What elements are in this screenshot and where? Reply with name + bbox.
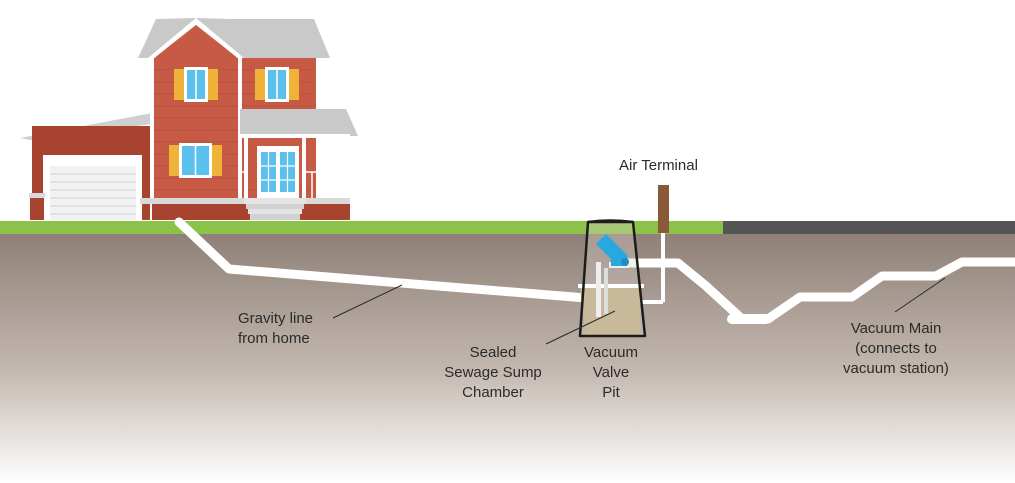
valve-pit-label: Vacuum Valve Pit (571, 343, 651, 403)
upper-window-left (174, 67, 218, 102)
air-terminal-post (658, 185, 669, 233)
sump-chamber-label-line1: Sealed (469, 344, 517, 361)
valve-pit-label-line1: Vacuum (584, 344, 638, 361)
gravity-line-label: Gravity line from home (238, 309, 313, 349)
vacuum-valve (596, 234, 629, 266)
vacuum-main-label-line2: (connects to (855, 340, 937, 357)
sump-chamber-label: Sealed Sewage Sump Chamber (436, 343, 550, 403)
gravity-line-label-line1: Gravity line (238, 310, 314, 327)
gravity-line-pipe (174, 217, 591, 303)
air-terminal-label: Air Terminal (619, 157, 698, 174)
soil (0, 233, 1015, 483)
house (20, 18, 358, 220)
porch-roof (240, 109, 358, 136)
vacuum-main-label-line1: Vacuum Main (850, 320, 942, 337)
gravity-line-label-line2: from home (238, 330, 310, 347)
sump-chamber-label-line3: Chamber (462, 384, 524, 401)
gravity-line-leader (332, 284, 403, 319)
valve-pit-label-line2: Valve (592, 364, 630, 381)
lower-window (169, 143, 222, 178)
garage-door (50, 166, 136, 220)
sump-chamber-label-line2: Sewage Sump (444, 364, 542, 381)
sump-chamber-leader (545, 310, 616, 345)
valve-pit-label-line3: Pit (602, 384, 620, 401)
sewage-level (580, 288, 640, 336)
vacuum-main-label: Vacuum Main (connects to vacuum station) (830, 319, 962, 379)
front-door (257, 146, 299, 198)
upper-window-right (255, 67, 299, 102)
vacuum-valve-pit (578, 219, 647, 338)
gable (152, 24, 240, 60)
road (723, 221, 1015, 234)
vacuum-main-label-line3: vacuum station) (843, 360, 949, 377)
porch-steps (244, 198, 306, 220)
vacuum-main-pipe (628, 257, 1015, 324)
vacuum-main-leader (894, 277, 946, 313)
